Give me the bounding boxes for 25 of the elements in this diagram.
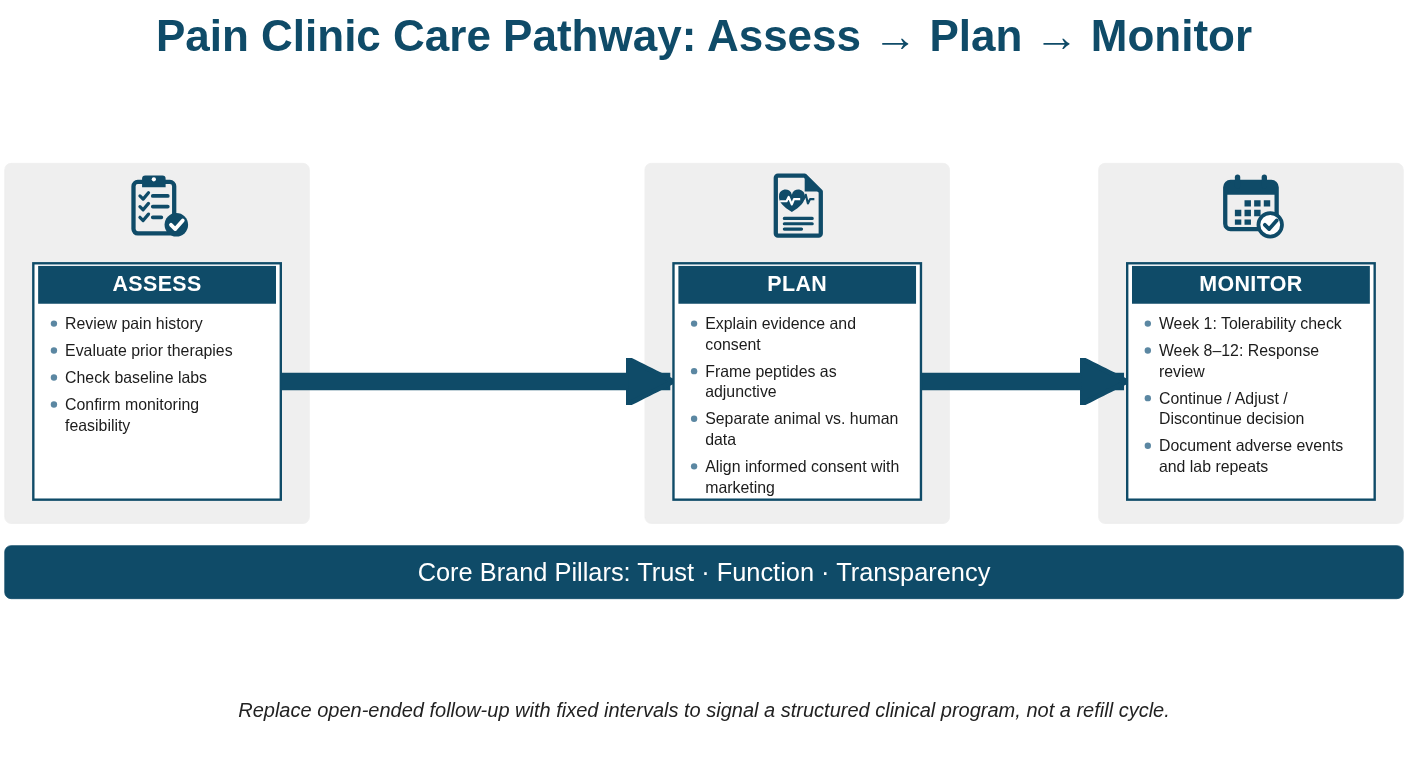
diagram-title: Pain Clinic Care Pathway: Assess → Plan → Monitor	[155, 10, 1253, 62]
band-text: Core Brand Pillars: Trust · Function · Transparency	[416, 556, 992, 588]
bullet-text: Review pain history	[65, 313, 203, 334]
cluster	[4, 162, 310, 524]
bullet-text: Continue / Adjust / Discontinue decision	[1158, 387, 1306, 429]
node-box	[1126, 261, 1376, 501]
cluster	[644, 162, 950, 524]
card-heading: ASSESS	[38, 265, 277, 304]
bullet-text: Frame peptides as adjunctive	[705, 360, 838, 402]
cluster	[1098, 162, 1404, 524]
caption: Replace open-ended follow-up with fixed intervals to signal a structured clinical program, not a refill cycle.	[238, 698, 1170, 722]
node-box	[4, 545, 1404, 599]
bullet-text: Week 8–12: Response review	[1158, 340, 1321, 381]
bullet-text: Confirm monitoring feasibility	[65, 394, 201, 435]
node-box	[32, 261, 282, 501]
bullet-text: Align informed consent with marketing	[705, 456, 901, 497]
bullet-text: Evaluate prior therapies	[65, 340, 233, 361]
bullet-text: Separate animal vs. human data	[705, 408, 900, 450]
bullet-text: Document adverse events and lab repeats	[1158, 435, 1345, 477]
card-heading: PLAN	[678, 265, 917, 304]
card-heading: MONITOR	[1131, 265, 1370, 304]
bullet-text: Explain evidence and consent	[705, 313, 857, 354]
bullet-text: Check baseline labs	[65, 367, 208, 388]
node-box	[672, 261, 923, 501]
bullet-text: Week 1: Tolerability check	[1158, 313, 1342, 334]
